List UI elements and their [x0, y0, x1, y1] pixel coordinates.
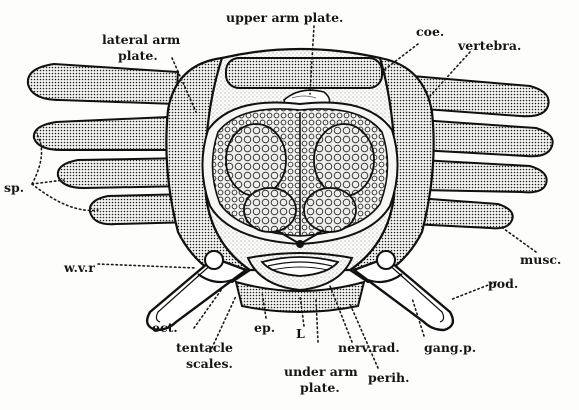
label-L: L [296, 326, 305, 341]
label-upper-arm-plate: upper arm plate. [226, 10, 343, 25]
spine-right-2 [420, 120, 553, 156]
label-musc: musc. [520, 252, 561, 267]
label-under-arm-plate-2: plate. [300, 380, 340, 395]
upper-arm-plate [226, 58, 382, 88]
label-wvr: w.v.r [63, 260, 95, 275]
label-ep: ep. [254, 320, 275, 335]
label-under-arm-plate-1: under arm [284, 364, 358, 379]
vertebra-lobe-upper-left [226, 124, 286, 196]
label-gang-p: gang.p. [424, 340, 476, 355]
podial-ganglion-left [205, 251, 223, 269]
label-ect: ect. [152, 320, 178, 335]
label-nerv-rad: nerv.rad. [338, 340, 400, 355]
spine-left-1 [28, 64, 178, 104]
vertebra-lobe-lower-left [244, 188, 296, 232]
label-lateral-arm-plate-2: plate. [118, 48, 158, 63]
vertebra-lobe-lower-right [304, 188, 356, 232]
label-tentacle-scales-1: tentacle [176, 340, 233, 355]
vertebra-lobe-upper-right [314, 124, 374, 196]
label-sp: sp. [4, 180, 24, 195]
spine-right-3 [420, 160, 547, 192]
label-tentacle-scales-2: scales. [186, 356, 233, 371]
label-pod: pod. [488, 276, 518, 291]
label-coe: coe. [416, 24, 444, 39]
label-vertebra: vertebra. [457, 38, 521, 53]
podial-ganglion-right [377, 251, 395, 269]
label-perih: perih. [368, 370, 409, 385]
label-lateral-arm-plate-1: lateral arm [102, 32, 180, 47]
podium-right [354, 258, 453, 330]
